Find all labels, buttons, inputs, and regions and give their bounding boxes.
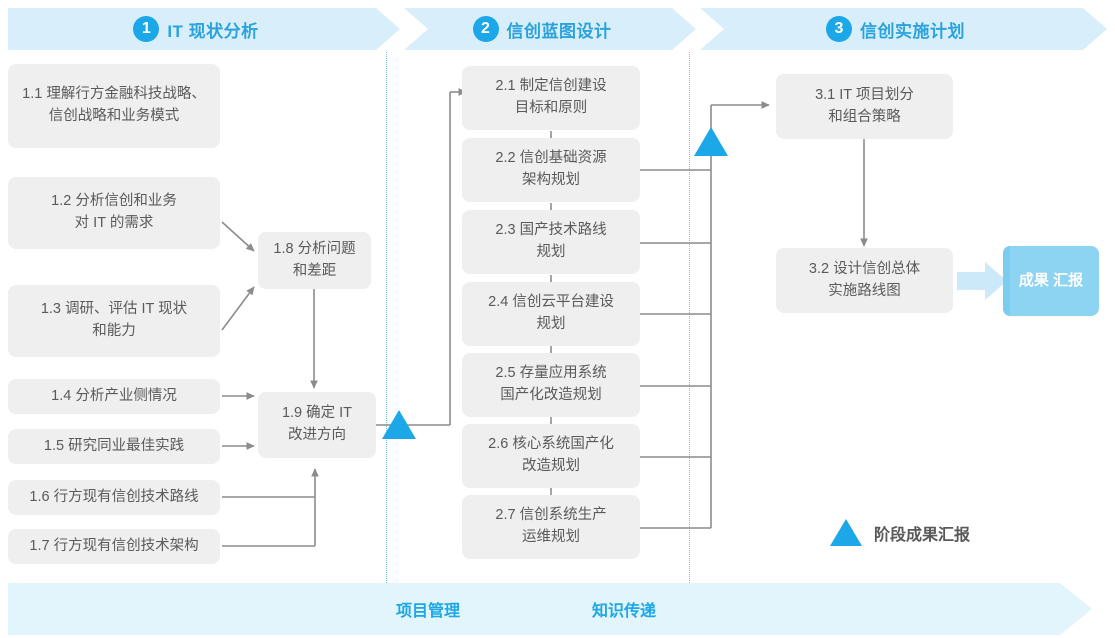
task-line: 1.9 确定 IT <box>281 405 353 422</box>
task-line: 信创战略和业务模式 <box>48 108 180 124</box>
bottom-band-shape <box>8 583 1092 635</box>
phase-header-3[interactable]: 3 信创实施计划 <box>700 8 1107 50</box>
task-line: 1.7 行方现有信创技术架构 <box>29 537 199 554</box>
task-line: 1.8 分析问题 <box>273 240 356 257</box>
task-line: 1.6 行方现有信创技术路线 <box>29 488 199 505</box>
task-line: 2.2 信创基础资源 <box>495 150 607 167</box>
task-line: 1.1 理解行方金融科技战略、 <box>22 86 206 103</box>
task-line: 1.5 研究同业最佳实践 <box>43 437 185 454</box>
task-line: 3.1 IT 项目划分 <box>815 86 914 103</box>
legend: 阶段成果汇报 <box>830 519 970 546</box>
phase-number-badge-3: 3 <box>826 16 852 42</box>
task-line: 2.7 信创系统生产 <box>495 507 607 524</box>
phase-label-1: IT 现状分析 <box>167 21 259 41</box>
task-line: 规划 <box>536 244 566 260</box>
task-box-1-1[interactable]: 1.1 理解行方金融科技战略、 信创战略和业务模式 <box>8 64 220 148</box>
task-line: 2.4 信创云平台建设 <box>488 294 614 311</box>
task-box-1-9[interactable]: 1.9 确定 IT 改进方向 <box>258 392 376 458</box>
task-line: 3.2 设计信创总体 <box>808 260 921 277</box>
task-line: 实施路线图 <box>828 282 901 299</box>
task-box-1-7[interactable]: 1.7 行方现有信创技术架构 <box>8 529 220 564</box>
lane-divider-left <box>386 52 387 583</box>
task-line: 改进方向 <box>287 427 346 443</box>
task-box-2-7[interactable]: 2.7 信创系统生产 运维规划 <box>462 495 640 559</box>
task-line: 规划 <box>536 316 566 332</box>
task-line: 对 IT 的需求 <box>74 215 154 231</box>
phase-number-badge-2: 2 <box>472 16 499 42</box>
task-line: 架构规划 <box>522 172 580 188</box>
bottom-band: 项目管理 知识传递 <box>0 583 1115 635</box>
task-box-1-5[interactable]: 1.5 研究同业最佳实践 <box>8 429 220 464</box>
task-box-2-4[interactable]: 2.4 信创云平台建设 规划 <box>462 282 640 346</box>
milestone-triangle-phase2[interactable] <box>694 127 728 156</box>
task-line: 1.3 调研、评估 IT 现状 <box>40 301 188 318</box>
chip-line: 成果 <box>1018 271 1049 289</box>
task-line: 改造规划 <box>522 458 580 474</box>
task-box-2-6[interactable]: 2.6 核心系统国产化 改造规划 <box>462 424 640 488</box>
lane-divider-right <box>689 52 690 583</box>
task-line: 1.2 分析信创和业务 <box>51 193 177 210</box>
task-line: 2.3 国产技术路线 <box>495 222 607 239</box>
task-line: 国产化改造规划 <box>500 387 602 403</box>
task-box-1-8[interactable]: 1.8 分析问题 和差距 <box>258 232 371 289</box>
result-arrow-icon <box>957 262 1007 300</box>
task-line: 运维规划 <box>522 529 580 545</box>
task-line: 和差距 <box>292 262 337 279</box>
chip-accent-bar <box>1003 246 1010 316</box>
phase-label-2: 信创蓝图设计 <box>506 21 612 41</box>
task-box-2-5[interactable]: 2.5 存量应用系统 国产化改造规划 <box>462 353 640 417</box>
task-box-2-1[interactable]: 2.1 制定信创建设 目标和原则 <box>462 66 640 130</box>
phase-label-3: 信创实施计划 <box>860 21 965 41</box>
task-box-3-2[interactable]: 3.2 设计信创总体 实施路线图 <box>776 248 953 313</box>
phase-header-2[interactable]: 2 信创蓝图设计 <box>404 8 696 50</box>
task-line: 目标和原则 <box>514 100 588 116</box>
task-line: 1.4 分析产业侧情况 <box>51 387 177 404</box>
chip-line: 汇报 <box>1053 271 1084 289</box>
phase-header-1[interactable]: 1 IT 现状分析 <box>8 8 400 50</box>
legend-label: 阶段成果汇报 <box>874 526 971 544</box>
task-line: 和组合策略 <box>828 108 901 125</box>
band-label-knowledge-transfer[interactable]: 知识传递 <box>592 603 657 620</box>
task-box-1-2[interactable]: 1.2 分析信创和业务 对 IT 的需求 <box>8 177 220 249</box>
milestone-triangle-phase1[interactable] <box>382 410 416 439</box>
task-box-1-6[interactable]: 1.6 行方现有信创技术路线 <box>8 480 220 515</box>
task-box-1-3[interactable]: 1.3 调研、评估 IT 现状 和能力 <box>8 285 220 357</box>
task-line: 2.5 存量应用系统 <box>495 365 607 382</box>
task-box-1-4[interactable]: 1.4 分析产业侧情况 <box>8 379 220 414</box>
task-box-2-3[interactable]: 2.3 国产技术路线 规划 <box>462 210 640 274</box>
task-box-3-1[interactable]: 3.1 IT 项目划分 和组合策略 <box>776 74 953 139</box>
task-box-2-2[interactable]: 2.2 信创基础资源 架构规划 <box>462 138 640 202</box>
task-line: 2.1 制定信创建设 <box>495 78 607 95</box>
task-line: 和能力 <box>92 323 136 339</box>
band-label-project-management[interactable]: 项目管理 <box>396 603 461 620</box>
task-line: 2.6 核心系统国产化 <box>488 436 614 453</box>
triangle-milestone-icon <box>830 519 862 546</box>
phase-number-badge-1: 1 <box>133 16 160 42</box>
result-report-chip[interactable]: 成果 汇报 <box>1003 246 1099 316</box>
